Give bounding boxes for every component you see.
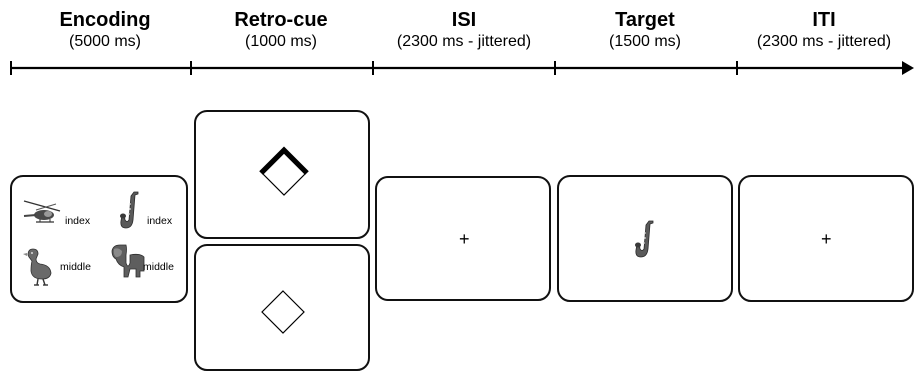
phase-duration: (1000 ms) [244, 33, 318, 50]
phase-isi-heading: ISI (2300 ms - jittered) [374, 8, 554, 51]
stimulus-label: middle [60, 261, 91, 273]
arrowhead-icon [902, 61, 914, 75]
encoding-screen: index index middle middle [10, 175, 188, 303]
phase-name: ITI [812, 9, 836, 31]
timeline-arrow [10, 61, 914, 75]
phase-name: ISI [451, 9, 477, 31]
fixation-cross: + [459, 229, 470, 249]
phase-name: Target [615, 9, 675, 31]
isi-screen: + [375, 176, 551, 301]
phase-duration: (1500 ms) [608, 33, 682, 50]
diamond-cue-icon [259, 146, 309, 196]
phase-encoding-heading: Encoding (5000 ms) [15, 8, 195, 51]
phase-duration: (2300 ms - jittered) [396, 33, 532, 50]
retro-cue-screen-bottom [194, 244, 370, 371]
diamond-icon [261, 290, 305, 334]
saxophone-icon [120, 191, 139, 229]
iti-screen: + [738, 175, 914, 302]
duck-icon [23, 248, 52, 286]
stimulus-label: index [65, 215, 91, 227]
target-screen [557, 175, 733, 302]
phase-target-heading: Target (1500 ms) [555, 8, 735, 51]
phase-name: Retro-cue [234, 9, 328, 31]
phase-name: Encoding [59, 9, 151, 31]
retro-cue-screen-top [194, 110, 370, 239]
phase-iti-heading: ITI (2300 ms - jittered) [734, 8, 914, 51]
stimulus-label: middle [143, 261, 174, 273]
stimulus-label: index [147, 215, 173, 227]
phase-retro-cue-heading: Retro-cue (1000 ms) [191, 8, 371, 51]
helicopter-icon [23, 200, 61, 223]
elephant-icon [111, 244, 145, 278]
fixation-cross: + [821, 229, 832, 249]
phase-duration: (2300 ms - jittered) [756, 33, 892, 50]
phase-duration: (5000 ms) [68, 33, 142, 50]
saxophone-icon [635, 220, 654, 258]
